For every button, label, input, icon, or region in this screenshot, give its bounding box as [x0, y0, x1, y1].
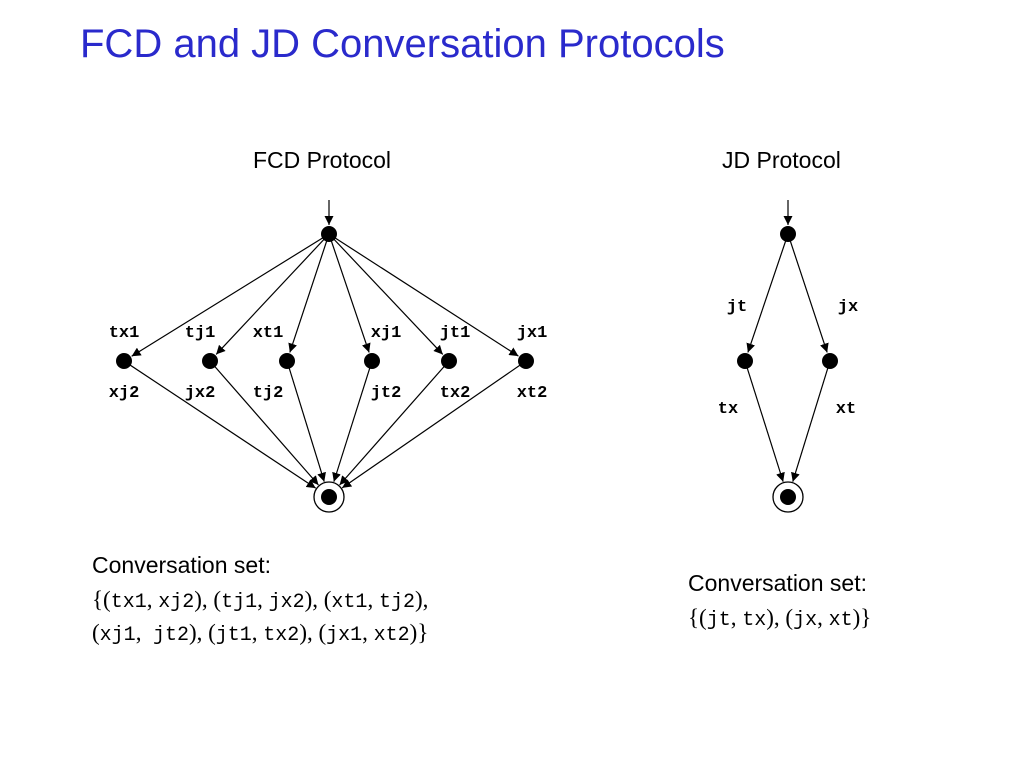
fcd-label-xt2: xt2 [517, 384, 548, 403]
jd-label-jt: jt [727, 298, 747, 317]
fcd-protocol-title: FCD Protocol [253, 147, 392, 173]
set-term: tx [742, 609, 767, 632]
fcd-edge-xt2 [341, 360, 527, 489]
set-text: ), [414, 587, 429, 612]
fcd-edge-xt1 [288, 233, 330, 353]
set-text: ), ( [299, 620, 327, 645]
set-text: ), ( [194, 587, 222, 612]
fcd-set-line-1: {(tx1, xj2), (tj1, jx2), (xt1, tj2), [92, 585, 428, 618]
fcd-edge-xj2 [123, 360, 316, 489]
fcd-mid-node [202, 353, 218, 369]
set-term: tj1 [221, 591, 258, 614]
set-text: , [817, 605, 829, 630]
jd-start-node [780, 226, 796, 242]
fcd-final-node [321, 489, 337, 505]
set-term: tx2 [263, 624, 300, 647]
set-text: , [146, 587, 159, 612]
jd-mid-node [737, 353, 753, 369]
fcd-edge-tj1 [215, 233, 330, 355]
fcd-start-node [321, 226, 337, 242]
jd-label-tx: tx [718, 400, 738, 419]
fcd-mid-node [279, 353, 295, 369]
fcd-label-xj1: xj1 [371, 324, 402, 343]
set-text: {( [92, 587, 111, 612]
set-text: , [367, 587, 379, 612]
set-text: {( [688, 605, 707, 630]
jd-label-jx: jx [838, 298, 858, 317]
set-term: xt1 [331, 591, 368, 614]
set-term: xt [828, 609, 853, 632]
fcd-label-xt1: xt1 [253, 324, 284, 343]
set-text: ), ( [304, 587, 332, 612]
jd-edge-xt [791, 360, 831, 482]
fcd-mid-node [116, 353, 132, 369]
jd-edge-jt [746, 233, 789, 353]
jd-final-node [780, 489, 796, 505]
jd-set-heading: Conversation set: [688, 570, 867, 596]
set-term: jx2 [268, 591, 305, 614]
fcd-edge-tx1 [131, 233, 330, 357]
set-term: tj2 [378, 591, 415, 614]
fcd-label-tj1: tj1 [185, 324, 216, 343]
fcd-edge-jt2 [332, 360, 373, 482]
jd-label-xt: xt [836, 400, 856, 419]
fcd-edge-tj2 [286, 360, 326, 482]
fcd-label-tx2: tx2 [440, 384, 471, 403]
fcd-mid-node [441, 353, 457, 369]
fcd-set-line-2: (xj1, jt2), (jt1, tx2), (jx1, xt2)} [92, 618, 428, 651]
fcd-mid-node [364, 353, 380, 369]
fcd-edge-jt1 [328, 233, 444, 355]
set-text: ), ( [766, 605, 794, 630]
fcd-label-jx2: jx2 [185, 384, 216, 403]
slide-title: FCD and JD Conversation Protocols [80, 22, 725, 66]
set-text: )} [409, 620, 429, 645]
jd-protocol-title: JD Protocol [722, 147, 841, 173]
fcd-label-jt1: jt1 [440, 324, 471, 343]
set-term: jt [706, 609, 731, 632]
set-term: tx1 [110, 591, 147, 614]
jd-mid-node [822, 353, 838, 369]
set-term: xj2 [158, 591, 195, 614]
set-text: ( [92, 620, 100, 645]
fcd-conversation-set: Conversation set: {(tx1, xj2), (tj1, jx2… [92, 552, 428, 651]
fcd-label-xj2: xj2 [109, 384, 140, 403]
jd-set-line-1: {(jt, tx), (jx, xt)} [688, 603, 871, 636]
jd-edge-jx [787, 233, 829, 353]
jd-edge-tx [744, 360, 785, 482]
fcd-label-jt2: jt2 [371, 384, 402, 403]
fcd-edge-jx2 [209, 360, 319, 486]
set-term: xj1 [99, 624, 136, 647]
set-text: , [362, 620, 374, 645]
set-term: jx1 [326, 624, 363, 647]
fcd-set-heading: Conversation set: [92, 552, 271, 578]
fcd-label-jx1: jx1 [517, 324, 548, 343]
set-text: , [251, 620, 264, 645]
set-text: , [257, 587, 269, 612]
set-term: jt2 [152, 624, 189, 647]
set-text: )} [852, 605, 872, 630]
fcd-label-tx1: tx1 [109, 324, 140, 343]
set-text: , [730, 605, 743, 630]
fcd-mid-node [518, 353, 534, 369]
fcd-edge-tx2 [339, 360, 450, 486]
jd-conversation-set: Conversation set: {(jt, tx), (jx, xt)} [688, 570, 871, 636]
set-text: , [135, 620, 153, 645]
fcd-edge-xj1 [328, 233, 371, 353]
set-term: xt2 [373, 624, 410, 647]
fcd-label-tj2: tj2 [253, 384, 284, 403]
set-term: jx [793, 609, 818, 632]
set-text: ), ( [188, 620, 216, 645]
set-term: jt1 [215, 624, 252, 647]
fcd-edge-jx1 [328, 233, 519, 357]
